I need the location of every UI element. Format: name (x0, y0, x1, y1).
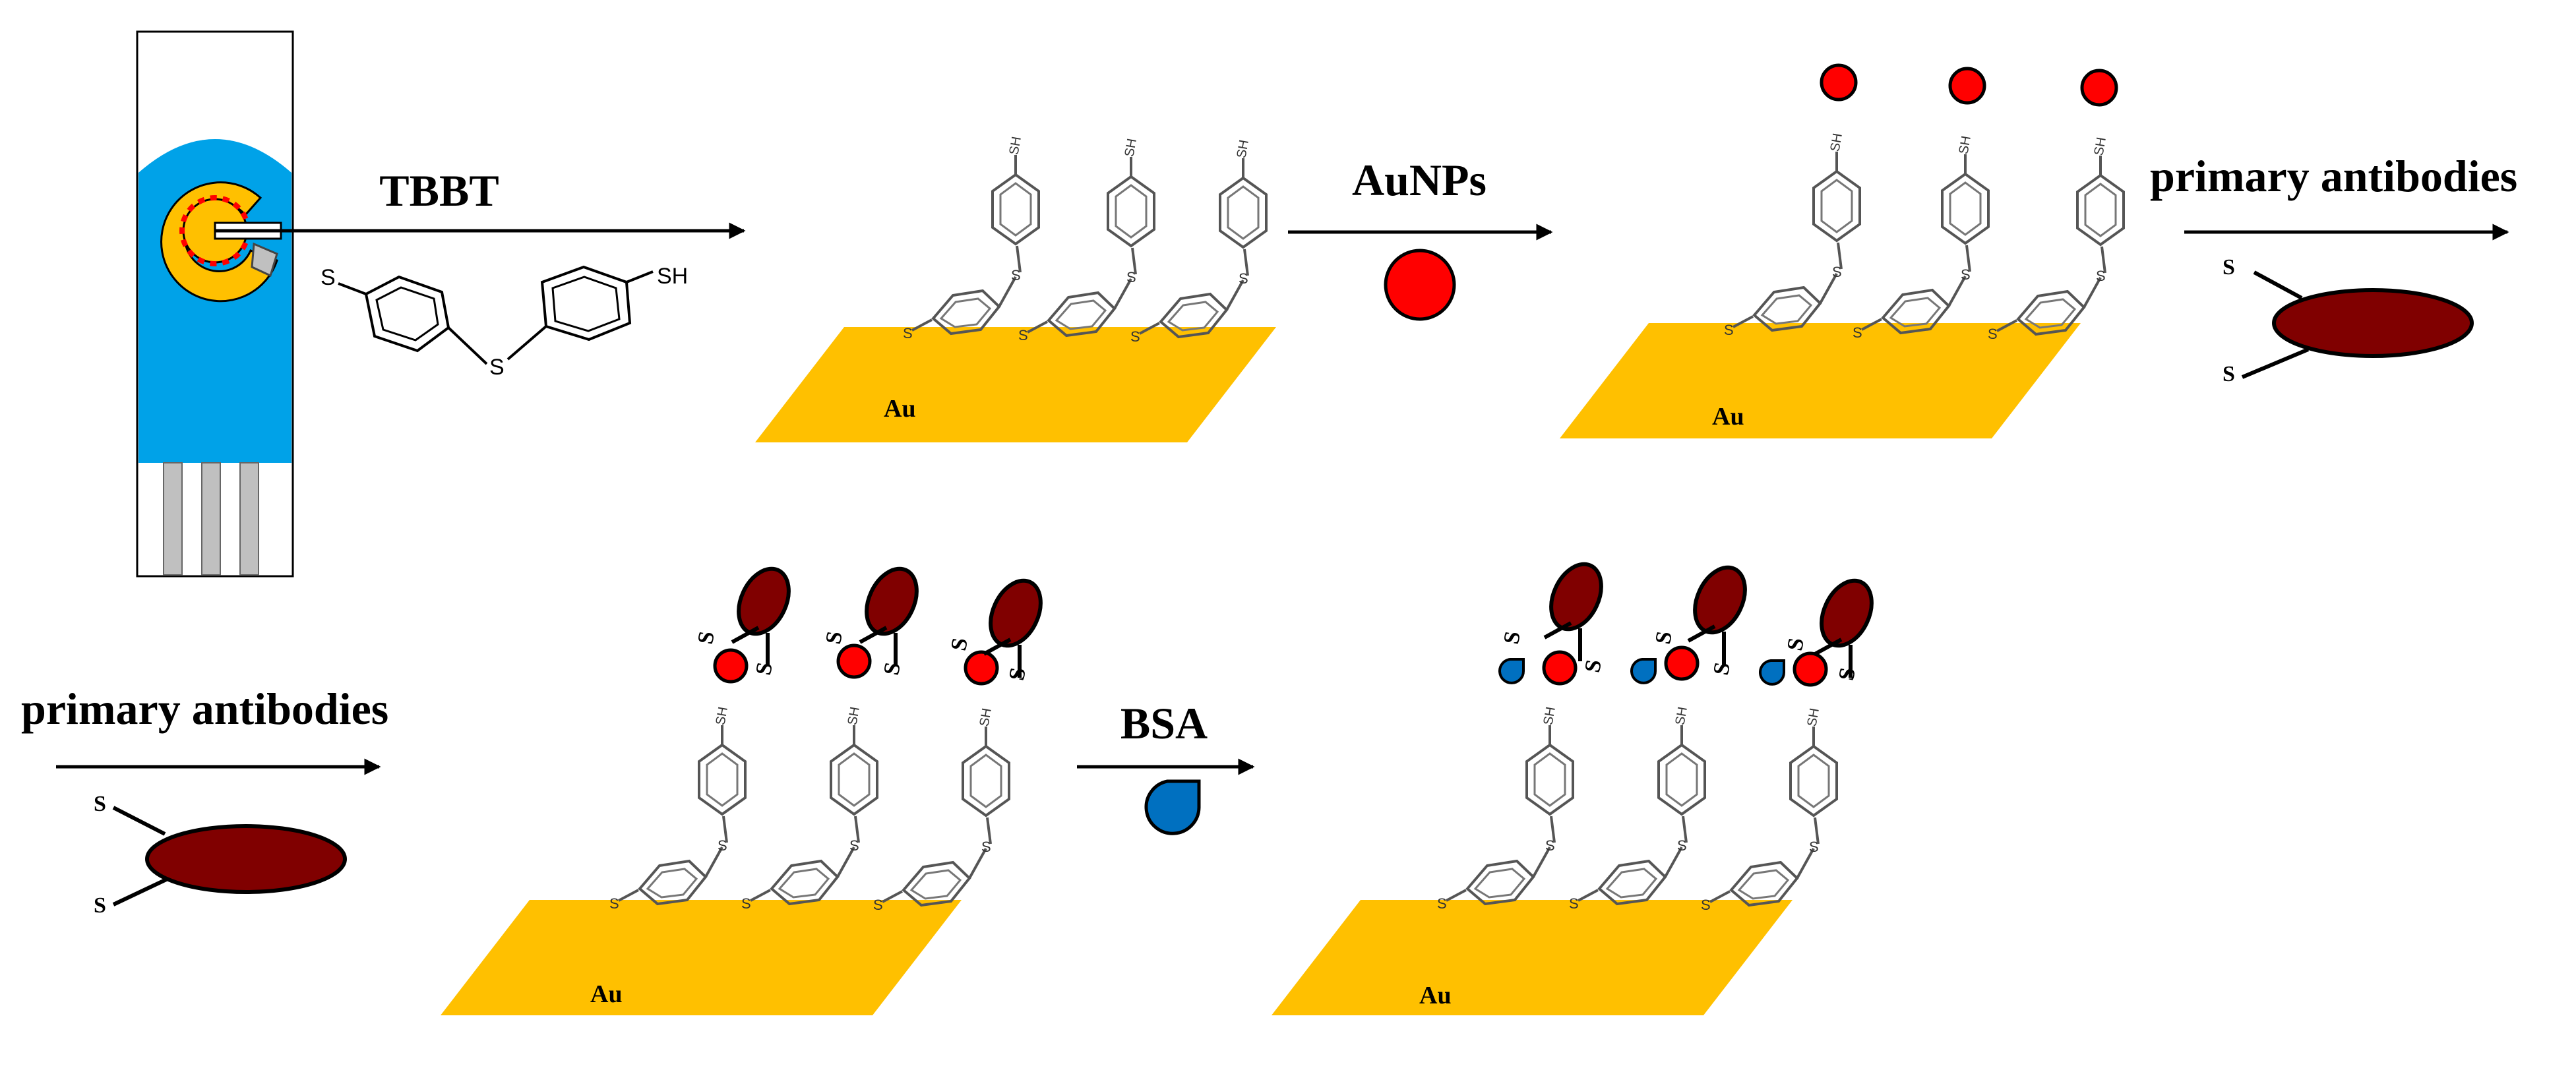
panel-antibodies-on-gold: Au S S S S S S (441, 561, 1051, 1015)
svg-text:S: S (1580, 658, 1607, 674)
svg-text:S: S (1783, 636, 1809, 653)
svg-text:S: S (94, 893, 106, 918)
screen-printed-electrode (136, 30, 294, 578)
panel-bsa-blocked-gold: Au S S S S S S (1272, 556, 1882, 1015)
svg-text:S: S (1499, 630, 1525, 646)
panel-aunps-on-gold: Au (1560, 63, 2125, 438)
antibody-icon: S S (2223, 255, 2474, 386)
svg-text:S: S (1709, 661, 1735, 677)
primary-antibodies-label-bottom: primary antibodies (21, 684, 388, 734)
svg-text:S: S (751, 661, 778, 677)
svg-text:S: S (94, 792, 106, 816)
svg-text:S: S (1004, 666, 1031, 682)
svg-text:S: S (1834, 666, 1860, 682)
svg-text:Au: Au (1712, 403, 1744, 431)
nanoparticle (2080, 69, 2118, 107)
nanoparticle (1820, 63, 1858, 102)
step-primary-antibodies-bottom: primary antibodies S S (21, 684, 388, 918)
svg-text:S: S (946, 636, 973, 653)
step-primary-antibodies-top: primary antibodies S S (2150, 151, 2517, 386)
step-bsa: BSA (1077, 698, 1255, 835)
aunps-label: AuNPs (1352, 155, 1487, 205)
svg-text:S: S (489, 355, 505, 380)
bsa-droplet-icon (1144, 779, 1201, 835)
svg-text:S: S (821, 630, 847, 646)
antibody-icon: S S (94, 792, 347, 918)
svg-text:S: S (879, 661, 905, 677)
svg-text:Au: Au (1419, 982, 1452, 1009)
panel-tbbt-on-gold: Au (755, 134, 1276, 442)
svg-text:S: S (693, 630, 720, 646)
svg-text:Au: Au (884, 395, 916, 423)
nanoparticle (1948, 67, 1986, 105)
tbbt-molecule-structure: S S SH (321, 264, 688, 380)
tbbt-label: TBBT (379, 165, 499, 216)
primary-antibodies-label-top: primary antibodies (2150, 151, 2517, 201)
svg-text:S: S (2223, 362, 2235, 386)
svg-text:S: S (321, 265, 336, 290)
gold-nanoparticle-icon (1384, 249, 1456, 321)
step-aunps: AuNPs (1288, 155, 1553, 321)
step-tbbt: TBBT S S SH (215, 165, 746, 380)
svg-text:S: S (1651, 630, 1677, 646)
bsa-label: BSA (1120, 698, 1208, 748)
svg-text:SH: SH (657, 264, 688, 289)
svg-text:S: S (2223, 255, 2235, 280)
svg-text:Au: Au (590, 980, 623, 1008)
